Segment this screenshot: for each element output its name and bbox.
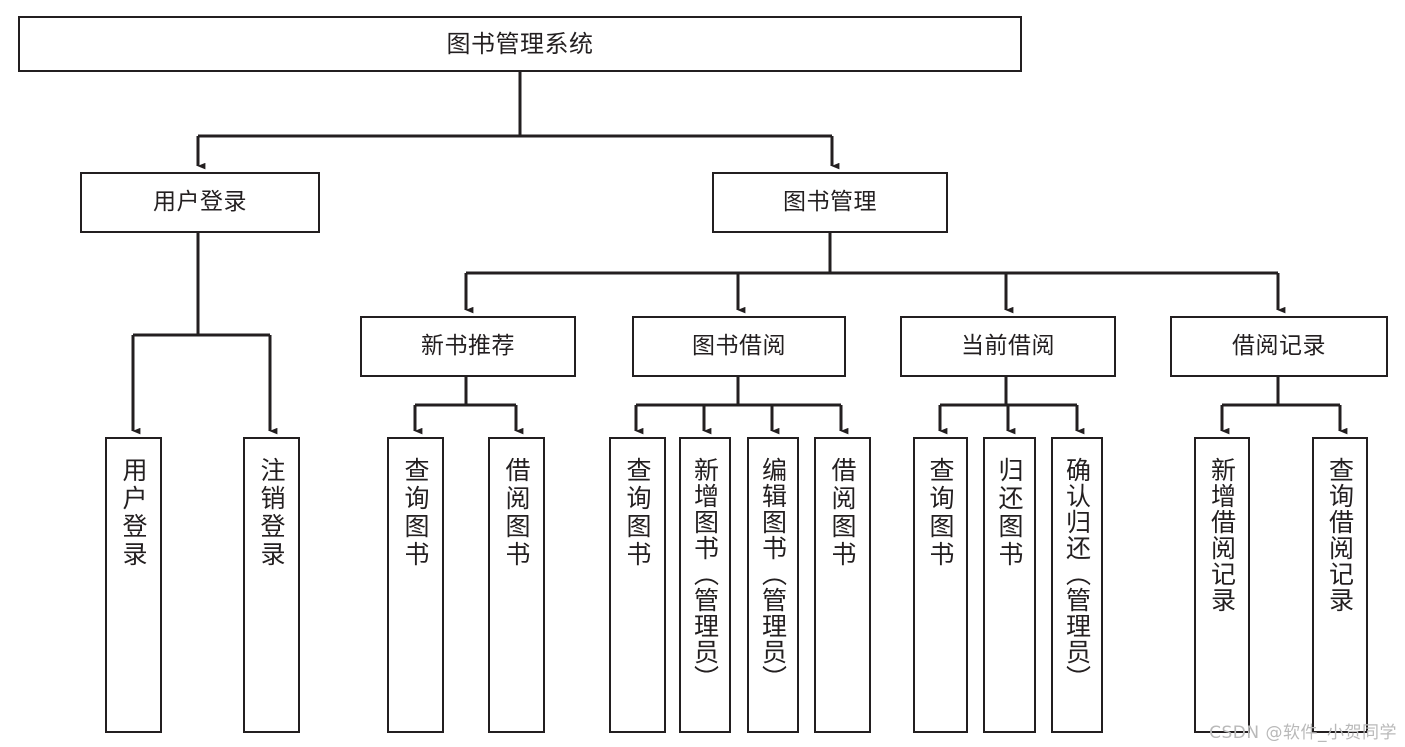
node-borrowing-record[interactable]: 借阅记录 bbox=[1170, 316, 1388, 377]
leaf-confirm-return-admin[interactable]: 确认归还（管理员） bbox=[1051, 437, 1103, 733]
node-label: 编辑图书（管理员） bbox=[758, 457, 788, 691]
node-user-login[interactable]: 用户登录 bbox=[80, 172, 320, 233]
leaf-logout[interactable]: 注销登录 bbox=[243, 437, 300, 733]
csdn-watermark: CSDN @软件_小贺同学 bbox=[1209, 723, 1397, 743]
node-label: 新书推荐 bbox=[421, 332, 515, 359]
node-label: 归还图书 bbox=[995, 457, 1024, 569]
node-book-borrowing[interactable]: 图书借阅 bbox=[632, 316, 846, 377]
node-current-borrowing[interactable]: 当前借阅 bbox=[900, 316, 1116, 377]
node-label: 用户登录 bbox=[119, 457, 148, 569]
node-label: 新增借阅记录 bbox=[1207, 457, 1237, 613]
node-label: 查询借阅记录 bbox=[1325, 457, 1355, 613]
node-label: 图书借阅 bbox=[692, 332, 786, 359]
node-new-book-recommendation[interactable]: 新书推荐 bbox=[360, 316, 576, 377]
leaf-borrow-book-recommend[interactable]: 借阅图书 bbox=[488, 437, 545, 733]
leaf-query-borrowing-record[interactable]: 查询借阅记录 bbox=[1312, 437, 1368, 733]
node-label: 借阅图书 bbox=[502, 457, 531, 569]
node-label: 注销登录 bbox=[257, 457, 286, 569]
node-label: 当前借阅 bbox=[961, 332, 1055, 359]
leaf-add-borrowing-record[interactable]: 新增借阅记录 bbox=[1194, 437, 1250, 733]
leaf-query-book-borrowing[interactable]: 查询图书 bbox=[609, 437, 666, 733]
leaf-add-book-admin[interactable]: 新增图书（管理员） bbox=[679, 437, 731, 733]
node-label: 新增图书（管理员） bbox=[690, 457, 720, 691]
leaf-query-book-current[interactable]: 查询图书 bbox=[913, 437, 968, 733]
node-label: 查询图书 bbox=[401, 457, 430, 569]
node-book-management[interactable]: 图书管理 bbox=[712, 172, 948, 233]
node-label: 用户登录 bbox=[153, 188, 247, 215]
node-label: 查询图书 bbox=[926, 457, 955, 569]
leaf-edit-book-admin[interactable]: 编辑图书（管理员） bbox=[747, 437, 799, 733]
leaf-borrow-book-borrowing[interactable]: 借阅图书 bbox=[814, 437, 871, 733]
node-label: 确认归还（管理员） bbox=[1062, 457, 1092, 691]
leaf-user-login[interactable]: 用户登录 bbox=[105, 437, 162, 733]
leaf-query-book-recommend[interactable]: 查询图书 bbox=[387, 437, 444, 733]
node-label: 查询图书 bbox=[623, 457, 652, 569]
node-label: 借阅记录 bbox=[1232, 332, 1326, 359]
node-label: 图书管理系统 bbox=[446, 29, 594, 58]
node-label: 借阅图书 bbox=[828, 457, 857, 569]
node-root-book-management-system[interactable]: 图书管理系统 bbox=[18, 16, 1022, 72]
node-label: 图书管理 bbox=[783, 188, 877, 215]
leaf-return-book[interactable]: 归还图书 bbox=[983, 437, 1036, 733]
